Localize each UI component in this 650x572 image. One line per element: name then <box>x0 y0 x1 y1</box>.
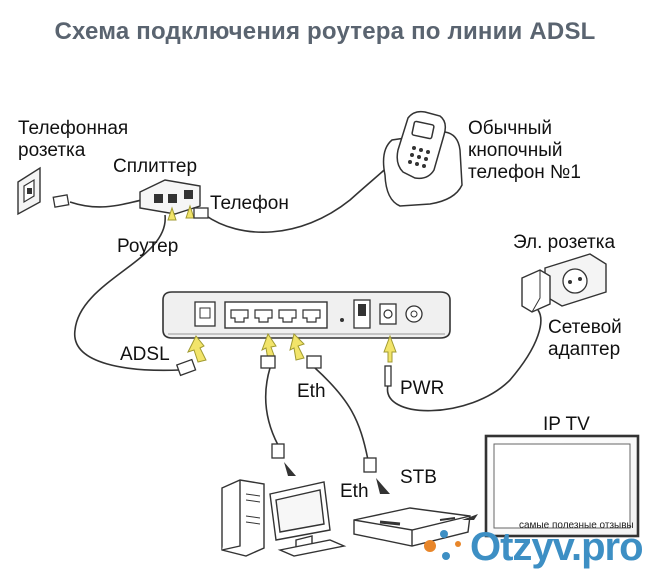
label-phone-socket: Телефонная розетка <box>18 118 129 161</box>
power-adapter-icon <box>521 269 551 313</box>
label-phone: Обычный кнопочный телефон №1 <box>468 118 581 183</box>
stb-plug-group <box>363 457 390 494</box>
label-adsl: ADSL <box>120 344 170 365</box>
arrow-icon <box>284 462 296 476</box>
rj11-plug-icon <box>193 207 209 219</box>
arrow-icon <box>261 332 277 361</box>
cables <box>69 159 542 461</box>
label-pwr: PWR <box>400 378 445 399</box>
label-phone-port: Телефон <box>210 193 289 214</box>
arrow-icon <box>167 206 177 221</box>
splitter-arrows <box>167 204 195 221</box>
router-icon <box>162 291 451 339</box>
arrow-icon <box>289 333 305 361</box>
cable-pwr-adapter <box>386 309 542 412</box>
cable-splitter-adsl <box>74 214 181 372</box>
pc-plug-group <box>271 443 296 476</box>
power-outlet-icon <box>544 253 607 307</box>
arrow-icon <box>376 478 390 494</box>
arrow-icon <box>187 335 207 363</box>
diagram-title: Схема подключения роутера по линии ADSL <box>54 18 596 45</box>
ethernet-ports <box>224 301 328 329</box>
rj11-plug-icon <box>175 358 197 377</box>
phone-socket-icon <box>17 166 41 216</box>
arrow-icon <box>383 334 397 363</box>
label-splitter: Сплиттер <box>113 156 198 177</box>
label-stb: STB <box>400 467 437 488</box>
cable-socket-splitter <box>69 197 151 208</box>
cable-eth-pc <box>264 367 279 446</box>
stb-icon <box>353 507 471 547</box>
router-arrows <box>187 332 397 363</box>
label-router: Роутер <box>117 236 179 257</box>
tv-icon <box>484 434 640 538</box>
rj11-plug-icon <box>52 194 70 208</box>
computer-icon <box>221 479 347 557</box>
arrow-icon <box>185 204 195 219</box>
label-adapter: Сетевой адаптер <box>548 317 622 360</box>
cable-splitter-phone <box>204 159 396 233</box>
rj45-plug-icon <box>306 355 322 369</box>
watermark-tagline: самые полезные отзывы <box>519 520 634 531</box>
label-eth-stb: Eth <box>340 481 369 502</box>
rj45-plug-icon <box>260 355 276 369</box>
cable-eth-stb <box>314 367 369 461</box>
router-plugs <box>175 355 392 387</box>
power-plug-icon <box>384 365 392 387</box>
label-eth-pc: Eth <box>297 381 326 402</box>
arrow-icon <box>462 514 478 520</box>
telephone-icon <box>382 110 463 207</box>
label-iptv: IP TV <box>543 414 590 435</box>
watermark-logo: Otzyv.pro <box>470 525 644 569</box>
label-power-outlet: Эл. розетка <box>513 232 616 253</box>
splitter-icon <box>139 179 201 215</box>
logo-sparkle-icon <box>424 530 461 560</box>
